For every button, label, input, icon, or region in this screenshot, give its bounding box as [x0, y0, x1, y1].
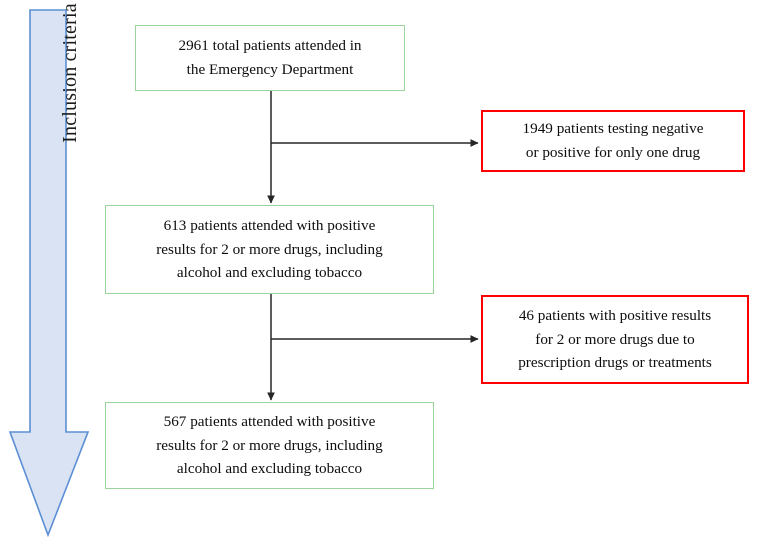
- node-positive-two-or-more[interactable]: 613 patients attended with positive resu…: [105, 205, 434, 294]
- inclusion-criteria-arrow: Inclusion criteria: [8, 3, 92, 538]
- node-excluded-one-drug-text: 1949 patients testing negative or positi…: [522, 120, 704, 161]
- node-final-cohort[interactable]: 567 patients attended with positive resu…: [105, 402, 434, 489]
- node-excluded-prescription[interactable]: 46 patients with positive results for 2 …: [481, 295, 749, 384]
- node-total-attended-text: 2961 total patients attended in the Emer…: [178, 37, 362, 78]
- down-block-arrow-icon: [8, 9, 90, 538]
- node-excluded-one-drug[interactable]: 1949 patients testing negative or positi…: [481, 110, 745, 172]
- node-final-cohort-text: 567 patients attended with positive resu…: [156, 413, 383, 478]
- inclusion-criteria-label: Inclusion criteria: [59, 3, 81, 143]
- node-total-attended[interactable]: 2961 total patients attended in the Emer…: [135, 25, 405, 91]
- node-excluded-prescription-text: 46 patients with positive results for 2 …: [518, 307, 712, 372]
- node-positive-two-or-more-text: 613 patients attended with positive resu…: [156, 217, 383, 282]
